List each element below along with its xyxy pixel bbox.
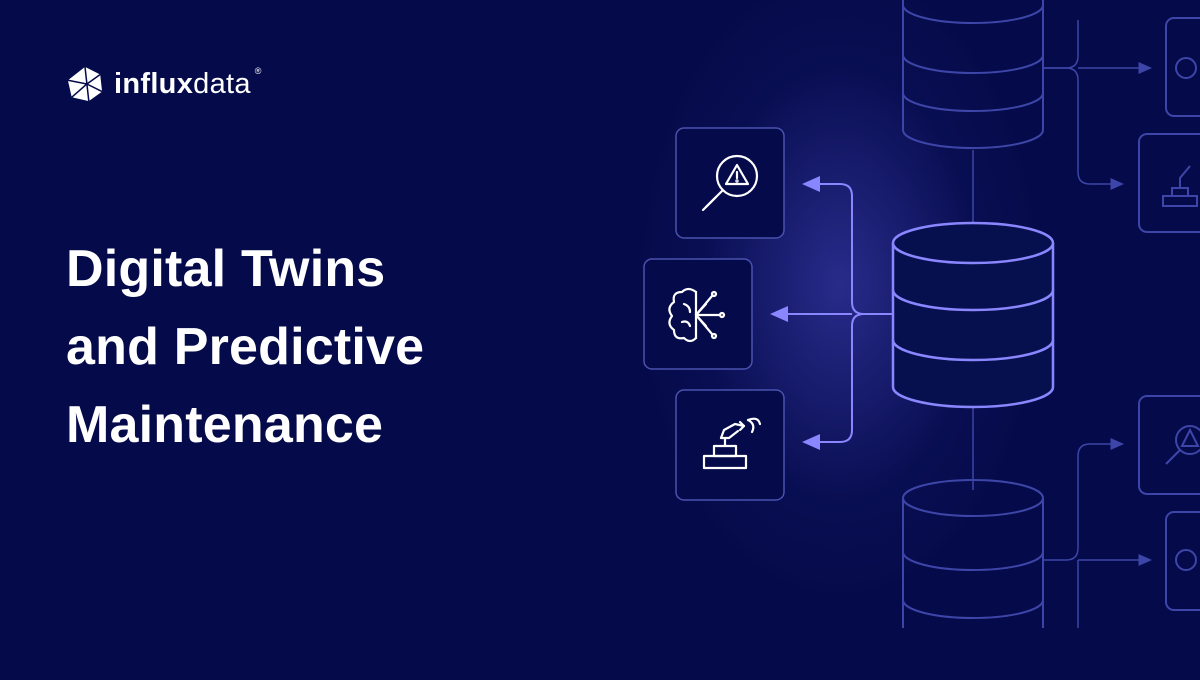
faint-robot-arm-icon bbox=[1162, 165, 1198, 207]
database-icon-main bbox=[891, 221, 1055, 409]
influxdata-logo-icon bbox=[67, 66, 103, 102]
title-line-1: Digital Twins bbox=[66, 240, 386, 298]
registered-mark: ® bbox=[254, 66, 262, 76]
logo-wordmark: influxdata bbox=[114, 67, 251, 100]
faint-branch-top bbox=[1043, 20, 1152, 190]
data-flow-illustration bbox=[643, 0, 1200, 628]
page-title: Digital Twins and Predictive Maintenance bbox=[66, 230, 586, 464]
faint-branch-bottom bbox=[1043, 438, 1152, 628]
faint-magnifier-icon bbox=[1165, 425, 1200, 465]
title-line-3: Maintenance bbox=[66, 396, 384, 454]
brain-network-icon bbox=[668, 287, 726, 343]
card-ai-analysis bbox=[643, 258, 753, 370]
database-icon-top bbox=[902, 0, 1044, 149]
faint-card-icon bbox=[1175, 57, 1197, 571]
robot-arm-icon bbox=[702, 417, 762, 470]
magnifier-warning-icon bbox=[701, 154, 759, 212]
card-anomaly-detection bbox=[675, 127, 785, 239]
influxdata-logo: influxdata ® bbox=[66, 64, 261, 104]
logo-wordmark-light: data bbox=[193, 67, 251, 100]
logo-wordmark-bold: influx bbox=[114, 67, 194, 100]
main-connectors bbox=[770, 176, 893, 450]
database-icon-bottom bbox=[902, 479, 1044, 628]
card-maintenance-robot bbox=[675, 389, 785, 501]
title-line-2: and Predictive bbox=[66, 318, 425, 376]
faint-card bbox=[1138, 17, 1200, 611]
